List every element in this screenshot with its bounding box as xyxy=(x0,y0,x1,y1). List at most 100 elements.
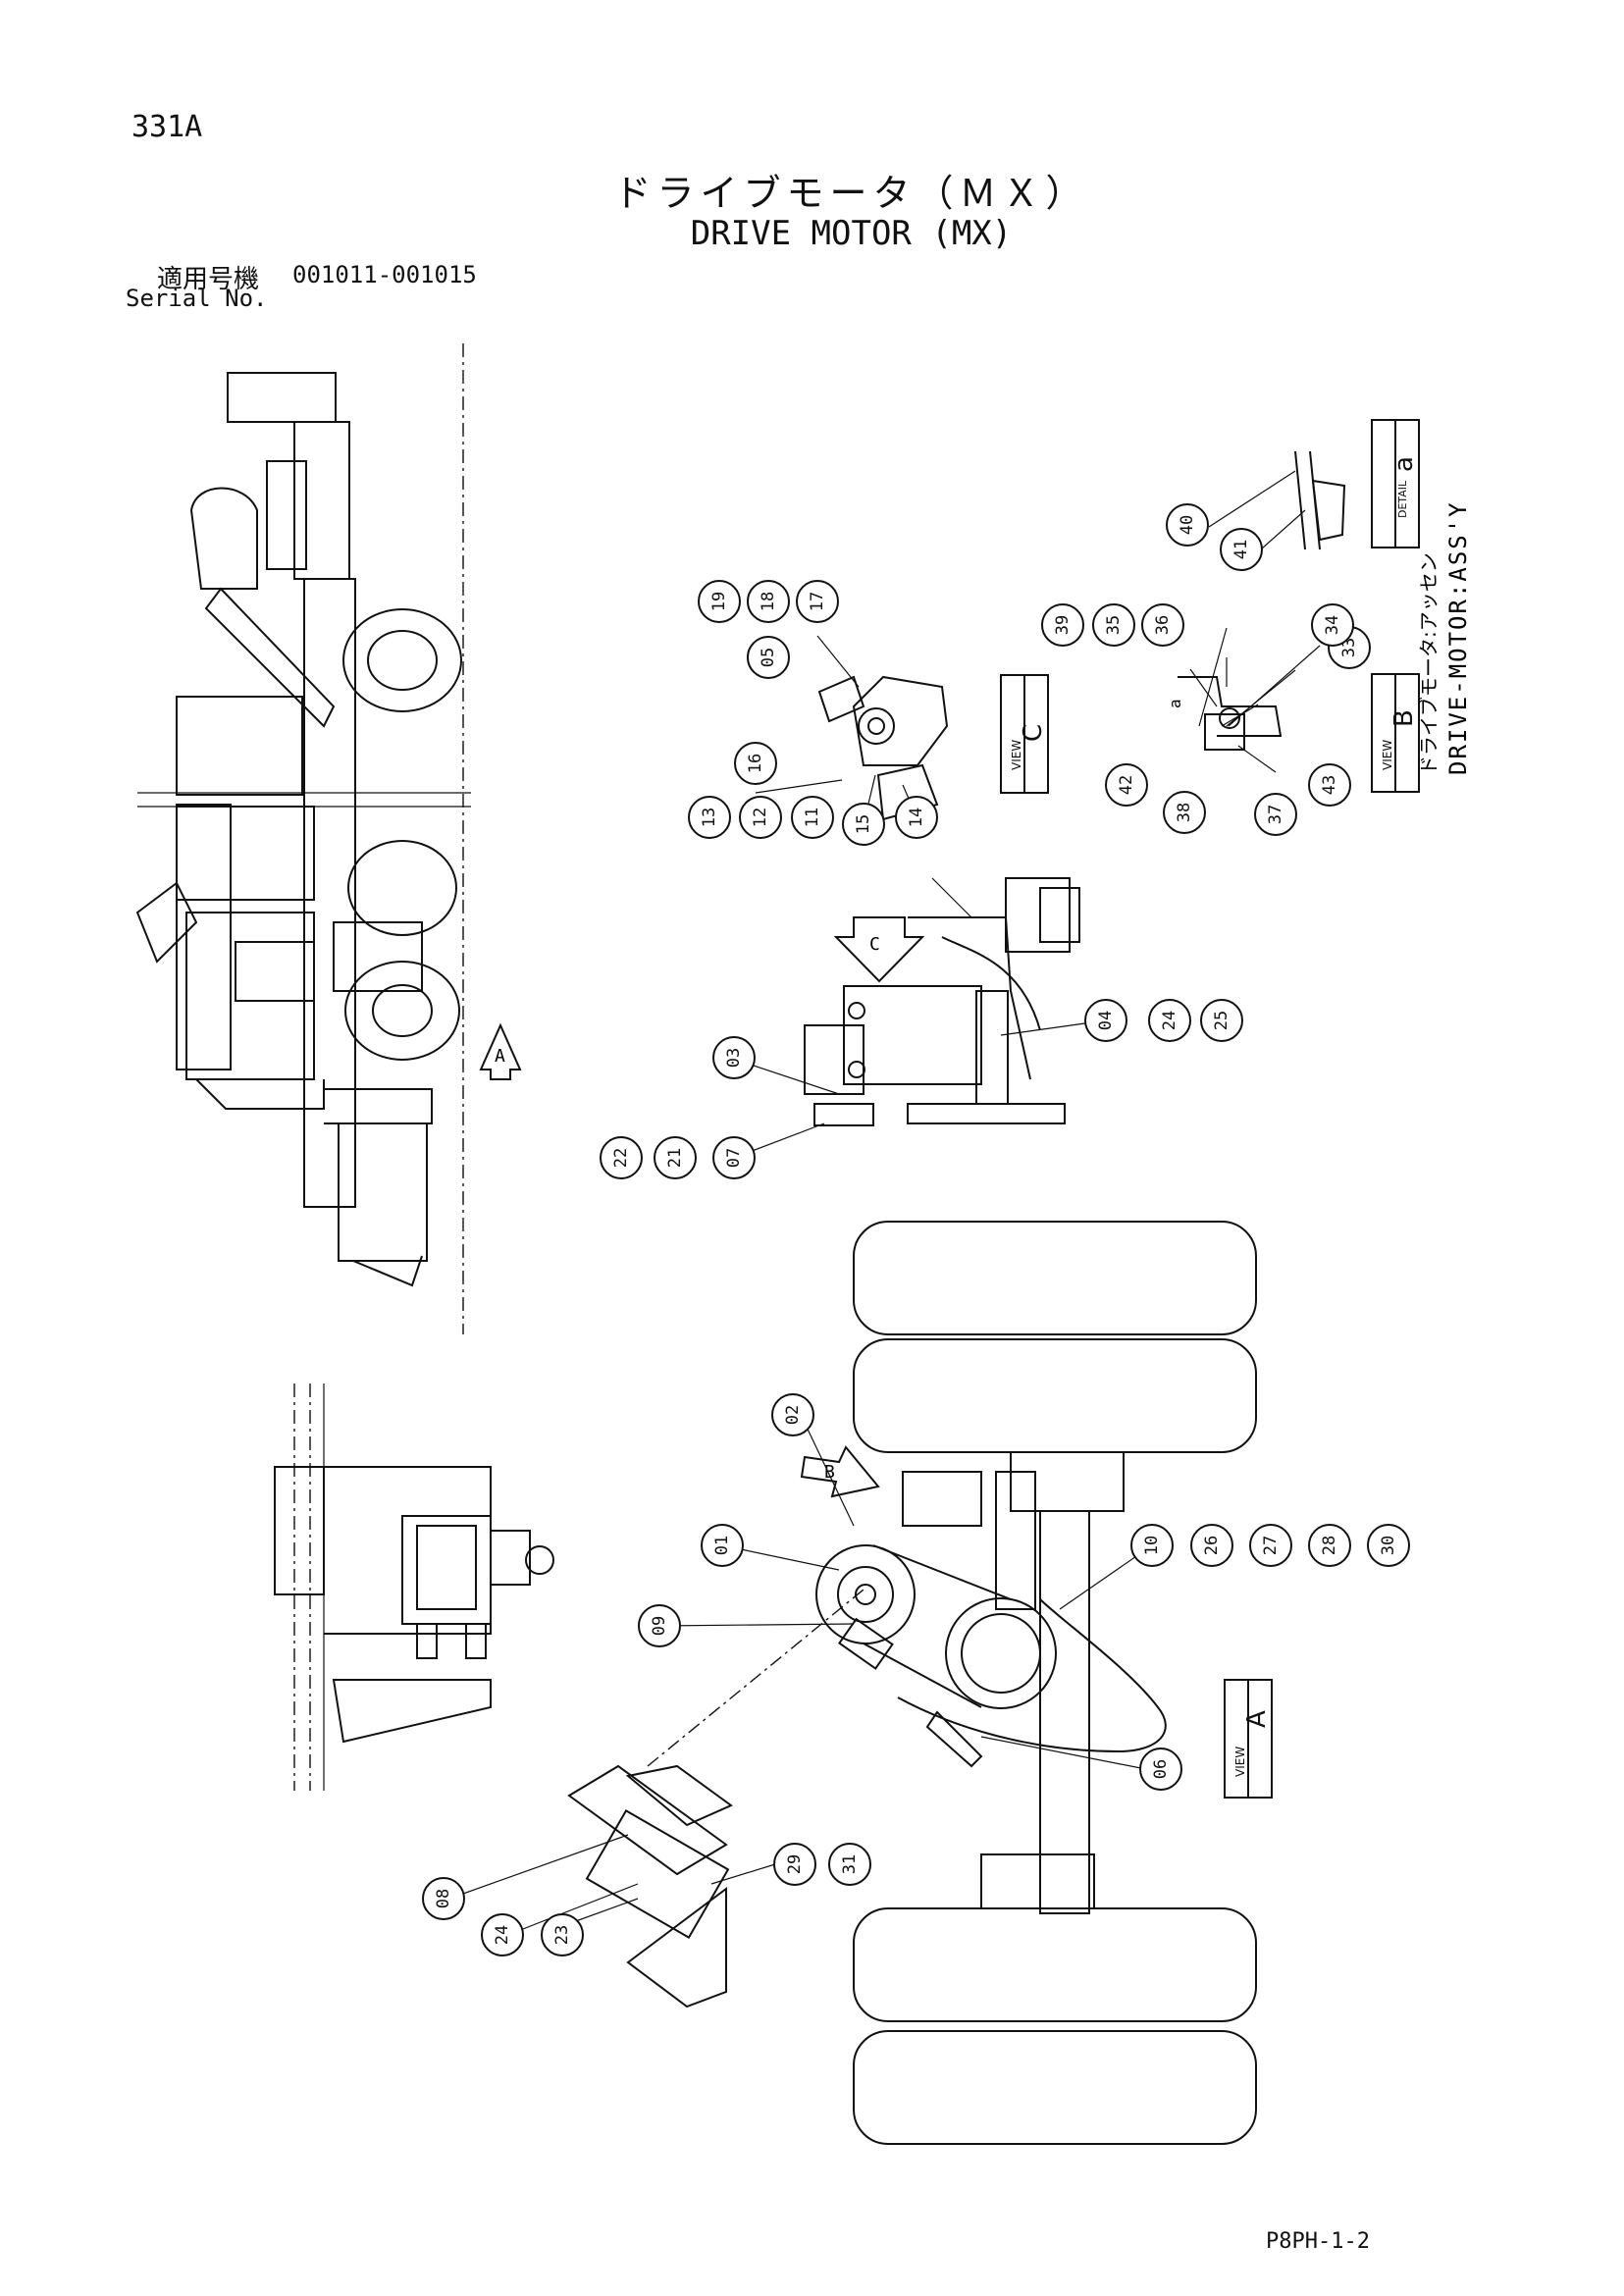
callout-43: 43 xyxy=(1308,763,1351,807)
callout-circle xyxy=(1190,1524,1233,1567)
callout-number: 40 xyxy=(1178,515,1197,535)
view-b-drawing xyxy=(1178,657,1283,751)
callout-26: 26 xyxy=(1190,1524,1233,1567)
detail-a-drawing xyxy=(1294,450,1346,550)
detail-a-label-box: a DETAIL xyxy=(1371,419,1420,548)
callout-10: 10 xyxy=(1130,1524,1174,1567)
callout-circle xyxy=(1311,603,1354,647)
callout-number: 15 xyxy=(854,814,873,834)
machine-side-view: A xyxy=(135,343,522,1334)
callout-circle xyxy=(1163,791,1206,834)
callout-circle xyxy=(1308,1524,1351,1567)
view-b-letter: B xyxy=(1389,709,1419,727)
callout-circle xyxy=(481,1913,524,1957)
callout-13: 13 xyxy=(688,796,731,839)
callout-number: 16 xyxy=(746,754,765,773)
callout-09: 09 xyxy=(638,1604,681,1647)
axle-assembly: B xyxy=(800,1221,1257,2145)
callout-circle xyxy=(773,1843,816,1886)
callout-number: 23 xyxy=(552,1925,572,1945)
callout-circle xyxy=(1367,1524,1410,1567)
callout-22: 22 xyxy=(600,1136,643,1179)
callout-24: 24 xyxy=(1148,999,1191,1042)
callout-number: 21 xyxy=(665,1148,685,1168)
callout-39: 39 xyxy=(1041,603,1084,647)
callout-circle xyxy=(771,1393,814,1436)
detached-motor-assembly xyxy=(567,1589,864,2009)
title-english: DRIVE MOTOR (MX) xyxy=(690,214,1013,253)
title-japanese: ドライブモータ（ＭＸ） xyxy=(613,172,1089,215)
callout-17: 17 xyxy=(796,580,839,623)
callout-number: 30 xyxy=(1379,1536,1398,1555)
callout-number: 11 xyxy=(803,808,822,827)
callout-number: 41 xyxy=(1231,540,1251,559)
callout-circle xyxy=(1139,1748,1182,1791)
callout-19: 19 xyxy=(698,580,741,623)
callout-31: 31 xyxy=(828,1843,871,1886)
callout-number: 18 xyxy=(759,592,778,611)
motor-side-view xyxy=(274,1383,554,1791)
callout-circle xyxy=(1249,1524,1292,1567)
callout-number: 17 xyxy=(808,592,827,611)
callout-circle xyxy=(698,580,741,623)
callout-circle xyxy=(1148,999,1191,1042)
callout-circle xyxy=(1308,763,1351,807)
callout-27: 27 xyxy=(1249,1524,1292,1567)
callout-06: 06 xyxy=(1139,1748,1182,1791)
callout-circle xyxy=(1130,1524,1174,1567)
motor-chain-assembly: C xyxy=(804,877,1080,1126)
side-text-en: DRIVE-MOTOR:ASS'Y xyxy=(1444,500,1472,775)
document-code: P8PH-1-2 xyxy=(1266,2229,1370,2254)
view-a-label-box: A VIEW xyxy=(1224,1679,1273,1799)
callout-circle xyxy=(638,1604,681,1647)
callout-circle xyxy=(1200,999,1243,1042)
callout-40: 40 xyxy=(1166,503,1209,547)
callout-number: 29 xyxy=(785,1854,805,1874)
callout-circle xyxy=(1105,763,1148,807)
callout-circle xyxy=(712,1036,756,1079)
serial-label-english: Serial No. xyxy=(126,285,268,312)
callout-circle xyxy=(422,1877,465,1920)
callout-16: 16 xyxy=(734,742,777,785)
callout-28: 28 xyxy=(1308,1524,1351,1567)
callout-circle xyxy=(1092,603,1135,647)
callout-number: 31 xyxy=(840,1854,860,1874)
callout-number: 36 xyxy=(1153,615,1173,635)
callout-circle xyxy=(796,580,839,623)
callout-number: 07 xyxy=(724,1148,744,1168)
callout-07: 07 xyxy=(712,1136,756,1179)
callout-circle xyxy=(791,796,834,839)
view-arrow-c-label: C xyxy=(869,934,880,955)
callout-number: 02 xyxy=(783,1405,803,1425)
callout-number: 14 xyxy=(907,808,926,827)
callout-35: 35 xyxy=(1092,603,1135,647)
callout-21: 21 xyxy=(654,1136,697,1179)
callout-circle xyxy=(1220,528,1263,571)
callout-circle xyxy=(1084,999,1127,1042)
callout-circle xyxy=(739,796,782,839)
callout-12: 12 xyxy=(739,796,782,839)
view-b-en: VIEW xyxy=(1381,740,1394,770)
view-c-letter: C xyxy=(1019,724,1048,742)
callout-number: 24 xyxy=(1160,1011,1179,1030)
side-text-jp: ドライブモータ:アッセン xyxy=(1417,552,1441,775)
serial-range: 001011-001015 xyxy=(292,261,477,288)
callout-38: 38 xyxy=(1163,791,1206,834)
view-c-drawing xyxy=(817,675,949,821)
callout-circle xyxy=(1041,603,1084,647)
callout-number: 10 xyxy=(1142,1536,1162,1555)
callout-number: 22 xyxy=(611,1148,631,1168)
callout-number: 28 xyxy=(1320,1536,1339,1555)
callout-circle xyxy=(541,1913,584,1957)
callout-number: 05 xyxy=(759,648,778,667)
callout-number: 01 xyxy=(712,1536,732,1555)
callout-number: 42 xyxy=(1117,775,1136,795)
callout-circle xyxy=(701,1524,744,1567)
callout-number: 06 xyxy=(1151,1759,1171,1779)
view-arrow-a-label: A xyxy=(495,1046,505,1067)
view-c-label-box: C VIEW xyxy=(1000,674,1049,794)
callout-number: 27 xyxy=(1261,1536,1281,1555)
callout-number: 08 xyxy=(434,1889,453,1908)
callout-number: 12 xyxy=(751,808,770,827)
